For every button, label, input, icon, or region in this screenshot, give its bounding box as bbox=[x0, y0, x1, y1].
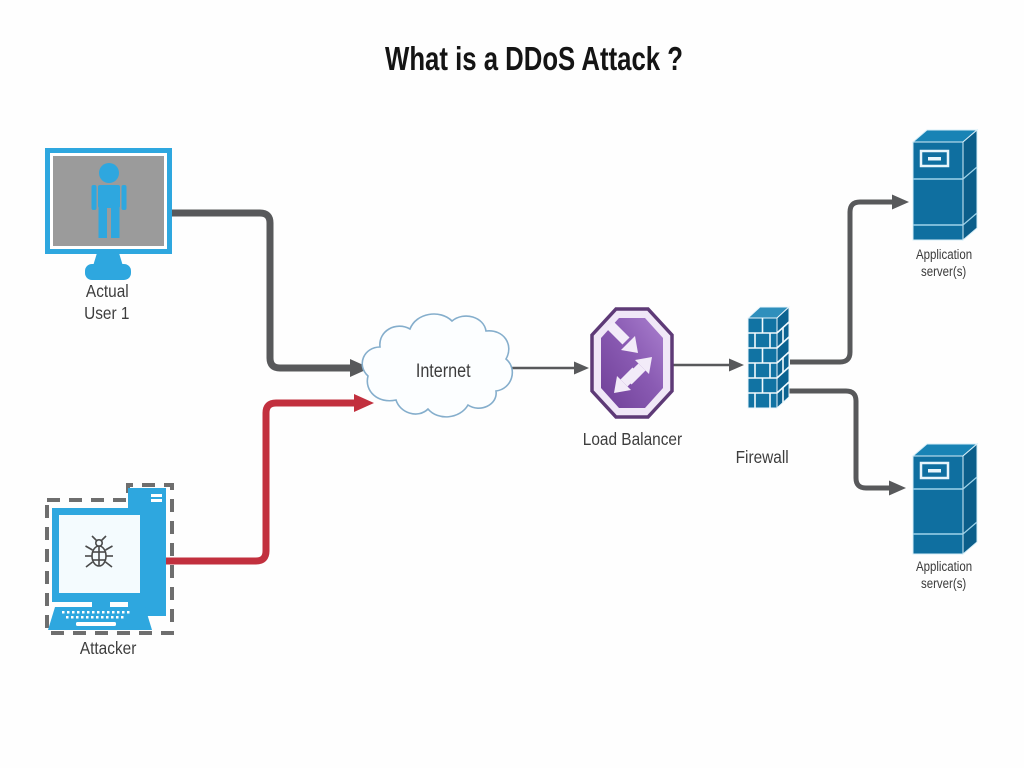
connector-firewall-server-bottom bbox=[787, 388, 906, 496]
person-icon bbox=[91, 163, 127, 238]
firewall-icon bbox=[746, 305, 791, 410]
connector-user-internet bbox=[172, 209, 370, 377]
server-icon bbox=[911, 442, 979, 556]
bug-icon bbox=[85, 535, 113, 568]
attacker-computer bbox=[45, 483, 174, 635]
internet-label: Internet bbox=[415, 361, 471, 382]
server-icon bbox=[911, 128, 979, 242]
diagram-title: What is a DDoS Attack ? bbox=[385, 40, 683, 77]
app-server-bottom-label: Application server(s) bbox=[915, 559, 973, 591]
connector-attacker-internet bbox=[166, 394, 374, 565]
load-balancer-label: Load Balancer bbox=[582, 429, 682, 449]
cloud-icon bbox=[361, 313, 514, 418]
app-server-top-label: Application server(s) bbox=[915, 247, 973, 279]
actual-user-label: Actual User 1 bbox=[84, 281, 130, 323]
connector-firewall-server-top bbox=[790, 194, 909, 365]
attacker-label: Attacker bbox=[79, 638, 137, 658]
load-balancer-icon bbox=[590, 307, 674, 419]
firewall-label: Firewall bbox=[735, 447, 789, 467]
attacker-dashed-frame bbox=[45, 483, 174, 635]
monitor-stand bbox=[85, 253, 131, 280]
